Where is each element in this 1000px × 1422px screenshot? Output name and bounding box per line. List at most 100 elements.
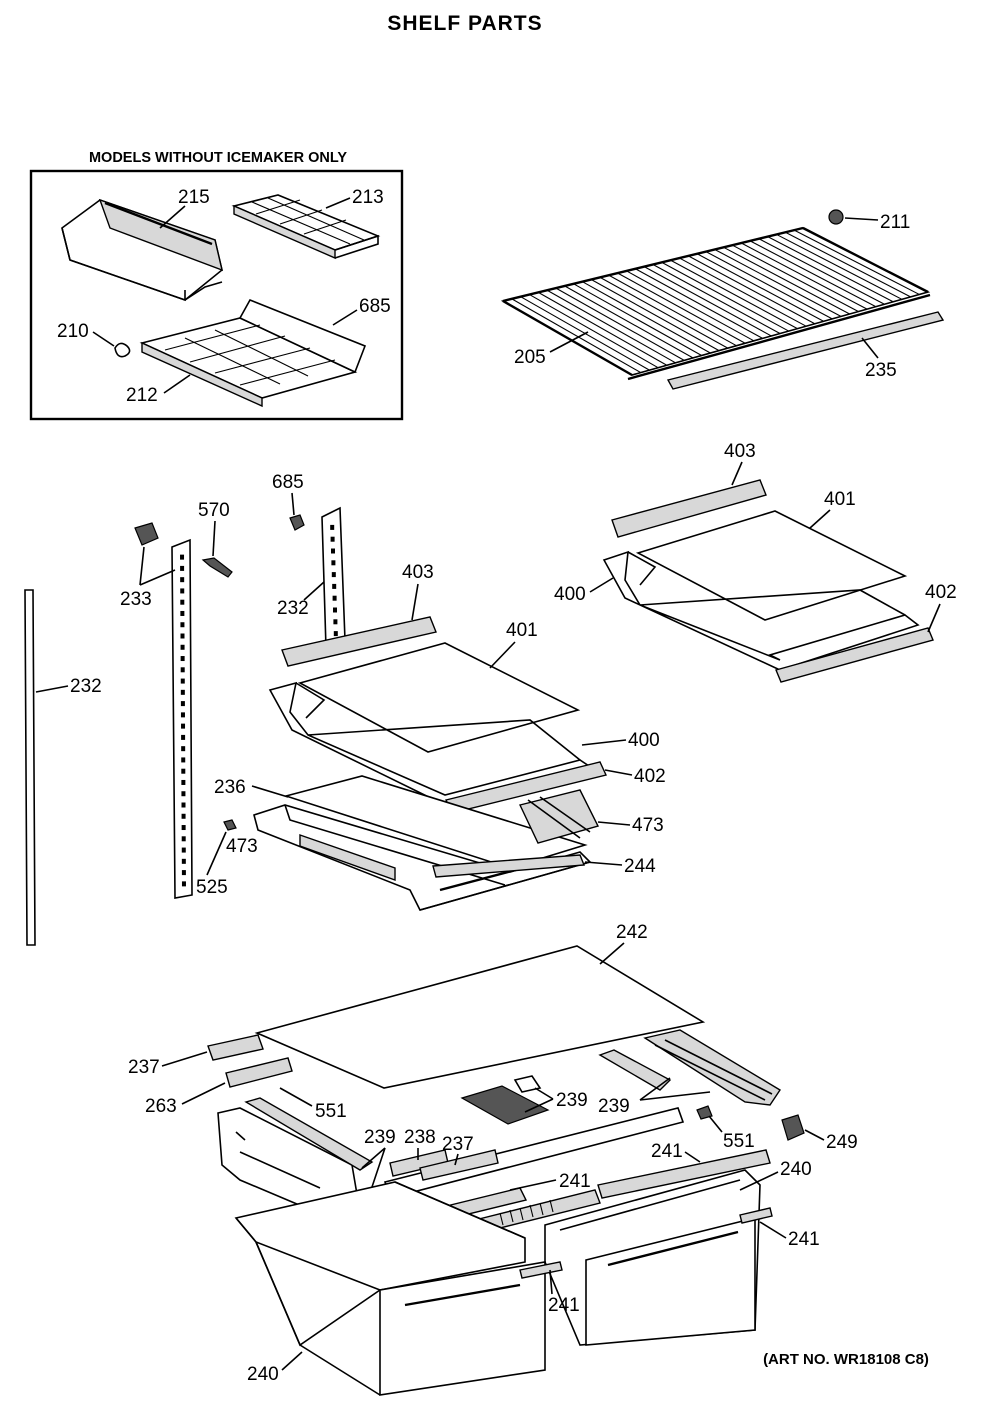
ladder-slot [180,712,185,718]
leader-233-a [139,546,145,586]
leader-212 [163,374,191,394]
callout-237-center: 237 [442,1134,474,1155]
ladder-slot [333,607,337,613]
leader-402-right [927,603,941,633]
wire-rod [564,285,694,359]
wire-rod [767,236,894,303]
callout-233: 233 [120,589,152,610]
ladder-slot [180,644,185,650]
callout-400-right: 400 [554,584,586,605]
crisper-right-support-part [598,1029,781,1106]
middle-shelf-front-trim-part [281,616,437,667]
ladder-slot [181,858,186,864]
wire-rod [740,242,868,310]
ladder-slot [181,791,186,797]
ladder-slot [181,734,186,740]
callout-237-left: 237 [128,1057,160,1078]
callout-400-mid: 400 [628,730,660,751]
screw-570-part [201,557,233,578]
ladder-slot [333,619,338,625]
callout-242: 242 [616,922,648,943]
crisper-drawer-right-part [544,1169,773,1346]
ladder-slot [333,631,338,637]
wire-rod [626,270,755,342]
wire-rod [573,283,702,356]
drawer-rails-part [519,789,600,844]
leader-242 [599,942,625,965]
callout-241-bottom: 241 [548,1295,580,1316]
leader-525 [206,831,227,876]
callout-238: 238 [404,1127,436,1148]
leader-685-inset [332,309,358,326]
ladder-slot [331,572,336,578]
ladder-slot [181,802,186,808]
leader-241-top [684,1151,701,1163]
callout-551-left: 551 [315,1101,347,1122]
wire-rod [776,233,903,300]
ladder-slot [331,548,335,554]
wire-rod [643,266,772,337]
callout-525: 525 [196,877,228,898]
left-side-rail-part [24,589,36,946]
shelf-ladder-part [171,538,193,899]
knob-part [828,209,844,225]
callout-205: 205 [514,347,546,368]
callout-236: 236 [214,777,246,798]
middle-shelf-frame-part [268,681,597,806]
callout-241-top: 241 [651,1141,683,1162]
ladder-slot [180,633,185,639]
leader-400-right [589,577,614,593]
ladder-slot [180,701,185,707]
screw-685-part [289,514,305,531]
leader-232 [303,581,325,601]
shelf-support-part [321,506,346,650]
callout-210: 210 [57,321,89,342]
callout-240-left: 240 [247,1364,279,1385]
callout-263: 263 [145,1096,177,1117]
callout-401-mid: 401 [506,620,538,641]
leader-570 [212,520,216,557]
wire-rod [538,291,668,366]
ladder-slot [330,536,335,542]
callout-685-inset: 685 [359,296,391,317]
right-shelf-rear-trim-part [775,627,934,683]
leader-232-left [35,685,69,693]
callout-240-right: 240 [780,1159,812,1180]
ladder-slot [180,577,185,583]
callout-570: 570 [198,500,230,521]
ice-bucket-part [61,198,223,302]
snack-drawer-lid-part [283,775,588,869]
leader-240-left [281,1351,303,1371]
inset-heading: MODELS WITHOUT ICEMAKER ONLY [89,150,347,166]
callout-473-left: 473 [226,836,258,857]
leader-239-center-b [524,1098,554,1113]
right-shelf-front-trim-part [611,479,767,538]
wire-rod [599,276,729,349]
right-glass-panel-part [635,510,908,621]
leader-249 [804,1129,825,1141]
ladder-slot [331,560,336,566]
wire-rod [652,264,781,334]
bracket-249-part [781,1114,805,1141]
ladder-slot [181,813,186,819]
wire-rod [590,279,720,352]
ladder-slot [181,847,186,853]
callout-402-mid: 402 [634,766,666,787]
callout-215: 215 [178,187,210,208]
callout-211: 211 [880,212,910,233]
wire-rod [617,272,746,344]
leader-241-bottom [549,1269,553,1295]
callout-239-center: 239 [556,1090,588,1111]
wire-rod [608,274,737,347]
ladder-slot [181,757,186,763]
ladder-slot [330,524,335,530]
wire-rod [785,231,911,298]
screw-473-part [223,819,237,831]
wire-rod [723,246,850,315]
leader-401-right [809,509,831,529]
clip-551-part [696,1105,713,1120]
leader-551-left [279,1087,313,1107]
callout-249: 249 [826,1132,858,1153]
callout-241-mid: 241 [559,1171,591,1192]
crisper-drawer-left-part [234,1181,563,1396]
